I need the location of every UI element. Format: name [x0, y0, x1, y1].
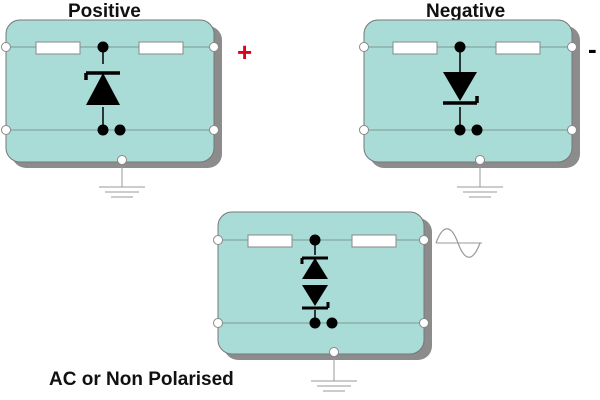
zener-diode-down-icon: [443, 72, 479, 105]
connector-node: [213, 235, 223, 245]
resistor: [247, 234, 293, 248]
connector-node: [209, 125, 219, 135]
connector-node: [359, 125, 369, 135]
connector-node: [567, 125, 577, 135]
connector-node: [567, 42, 577, 52]
resistor: [138, 41, 184, 55]
terminal-dot: [454, 41, 466, 53]
ground-icon: [99, 165, 145, 198]
connector-node: [1, 125, 11, 135]
bidirectional-zener-icon: [300, 256, 330, 310]
title-ac: AC or Non Polarised: [49, 369, 234, 390]
terminal-dot: [114, 124, 126, 136]
connector-node: [1, 42, 11, 52]
module-box: [217, 211, 425, 355]
resistor: [351, 234, 397, 248]
zener-diode-up-icon: [84, 71, 120, 105]
panel-ac: AC or Non Polarised: [49, 211, 482, 392]
resistor: [35, 41, 81, 55]
panel-positive: Positive +: [1, 1, 252, 198]
resistor: [392, 41, 438, 55]
connector-node: [359, 42, 369, 52]
minus-sign: -: [588, 34, 597, 64]
connector-node: [419, 318, 429, 328]
terminal-dot: [97, 124, 109, 136]
terminal-dot: [326, 317, 338, 329]
terminal-dot: [309, 234, 321, 246]
connector-node: [329, 347, 339, 357]
resistor: [495, 41, 541, 55]
ground-icon: [311, 357, 357, 392]
connector-node: [209, 42, 219, 52]
connector-node: [475, 155, 485, 165]
ground-icon: [457, 165, 503, 198]
terminal-dot: [309, 317, 321, 329]
title-negative: Negative: [426, 1, 505, 22]
terminal-dot: [97, 41, 109, 53]
terminal-dot: [471, 124, 483, 136]
connector-node: [419, 235, 429, 245]
plus-sign: +: [237, 37, 252, 67]
connector-node: [117, 155, 127, 165]
module-box: [363, 19, 573, 163]
title-positive: Positive: [68, 1, 141, 22]
terminal-dot: [454, 124, 466, 136]
connector-node: [213, 318, 223, 328]
panel-negative: Negative -: [359, 1, 597, 198]
